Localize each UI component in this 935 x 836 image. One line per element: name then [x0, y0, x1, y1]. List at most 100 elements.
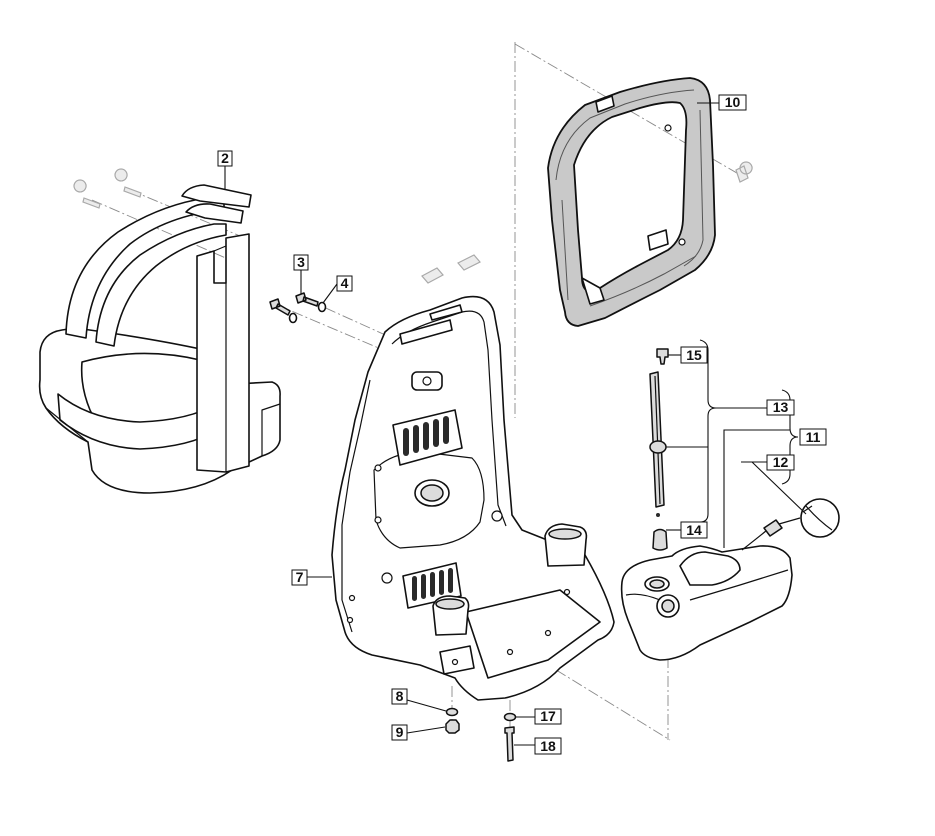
callout-14: 14 — [680, 521, 708, 539]
callout-12: 12 — [766, 454, 795, 471]
washer — [288, 312, 298, 324]
tank-leader — [723, 429, 790, 548]
frame — [547, 77, 753, 327]
grille-slot — [421, 574, 426, 599]
callout-7: 7 — [291, 569, 308, 586]
callout-box — [291, 569, 308, 586]
frame-body — [547, 77, 716, 327]
tether-clip — [763, 519, 783, 537]
washer-8 — [445, 707, 459, 717]
tank-body — [620, 545, 793, 661]
callout-box — [217, 150, 233, 167]
pin-ghost — [457, 254, 481, 271]
frame-rib — [589, 255, 697, 307]
frame-inner-wall — [581, 277, 605, 305]
callout-box — [391, 724, 408, 741]
tube-end-dot — [656, 513, 660, 517]
cushion-top — [435, 598, 465, 610]
pins — [421, 254, 481, 284]
callout-4: 4 — [336, 275, 353, 292]
frame-notch — [647, 229, 669, 251]
mount-hole — [374, 464, 382, 472]
filler-opening-inner — [661, 599, 675, 613]
callout-11: 11 — [799, 428, 827, 446]
callout-9: 9 — [391, 724, 408, 741]
harness-back-plate — [196, 233, 250, 473]
leader-9 — [406, 726, 446, 734]
washer-4 — [317, 301, 327, 313]
cap-15 — [656, 348, 669, 365]
callout-3: 3 — [293, 254, 309, 271]
callout-leaders — [224, 102, 807, 746]
callout-number: 11 — [806, 429, 821, 445]
mount-hole — [506, 648, 514, 656]
mount-hole — [491, 510, 503, 522]
frame-rib — [683, 109, 704, 267]
screw-set — [269, 292, 327, 324]
callout-number: 10 — [725, 94, 741, 110]
screw-ghost — [114, 168, 142, 198]
axis-line — [274, 303, 389, 353]
bolt-18 — [504, 726, 515, 762]
top-window-hole — [422, 376, 432, 386]
mount-hole — [451, 658, 459, 666]
pin-ghost — [421, 267, 444, 284]
seat-platform — [465, 589, 601, 679]
screw-ghost — [735, 161, 753, 183]
tube-assembly — [649, 348, 669, 551]
callout-number: 9 — [396, 724, 404, 740]
callout-number: 4 — [341, 275, 349, 291]
group-braces — [666, 339, 799, 548]
grille-slot — [448, 568, 453, 593]
harness — [38, 168, 281, 494]
filter-14 — [652, 528, 668, 551]
callout-number: 18 — [540, 738, 556, 754]
screw-ghost — [73, 179, 101, 209]
axis-line — [539, 659, 671, 741]
callout-box — [534, 737, 562, 755]
callout-box — [799, 428, 827, 446]
screw — [269, 298, 291, 316]
cap-12-grip — [802, 505, 833, 531]
callout-10: 10 — [718, 94, 747, 111]
callout-2: 2 — [217, 150, 233, 167]
grille-slot — [412, 576, 417, 601]
leader-12 — [741, 461, 807, 515]
mount-hole — [374, 516, 382, 524]
tank-handle — [679, 551, 741, 586]
shoulder-pad-upper — [181, 184, 252, 208]
grille-slot — [413, 425, 419, 453]
harness-back-plate-edge — [213, 245, 227, 472]
callout-box — [680, 346, 708, 364]
frame-rib — [555, 89, 695, 181]
callout-box — [293, 254, 309, 271]
callout-number: 7 — [296, 569, 304, 585]
tank-neck-inner — [649, 579, 665, 589]
callout-8: 8 — [391, 688, 408, 705]
mount-hole — [563, 588, 571, 596]
top-slot — [399, 319, 453, 345]
grille-slot — [430, 572, 435, 597]
brace-11 — [781, 389, 799, 485]
fuel-tank — [620, 498, 840, 661]
mount-hole — [381, 572, 393, 584]
mount-hole — [348, 594, 356, 602]
callout-box — [766, 454, 795, 471]
center-oval-inner — [420, 484, 444, 502]
frame-hole — [664, 124, 672, 132]
callout-box — [391, 688, 408, 705]
frame-rib — [561, 199, 569, 301]
callout-number: 14 — [686, 522, 702, 538]
grille-slot — [423, 422, 429, 450]
washer-17 — [503, 712, 517, 722]
tube-clamp — [649, 440, 667, 454]
callout-number: 15 — [686, 347, 702, 363]
callout-labels: 2 3 4 7 8 9 10 11 — [217, 94, 827, 755]
callout-15: 15 — [680, 346, 708, 364]
callout-box — [766, 399, 795, 416]
backplate-side-rim — [341, 379, 371, 633]
callout-number: 2 — [221, 150, 229, 166]
callout-number: 12 — [773, 454, 789, 470]
callout-box — [718, 94, 747, 111]
